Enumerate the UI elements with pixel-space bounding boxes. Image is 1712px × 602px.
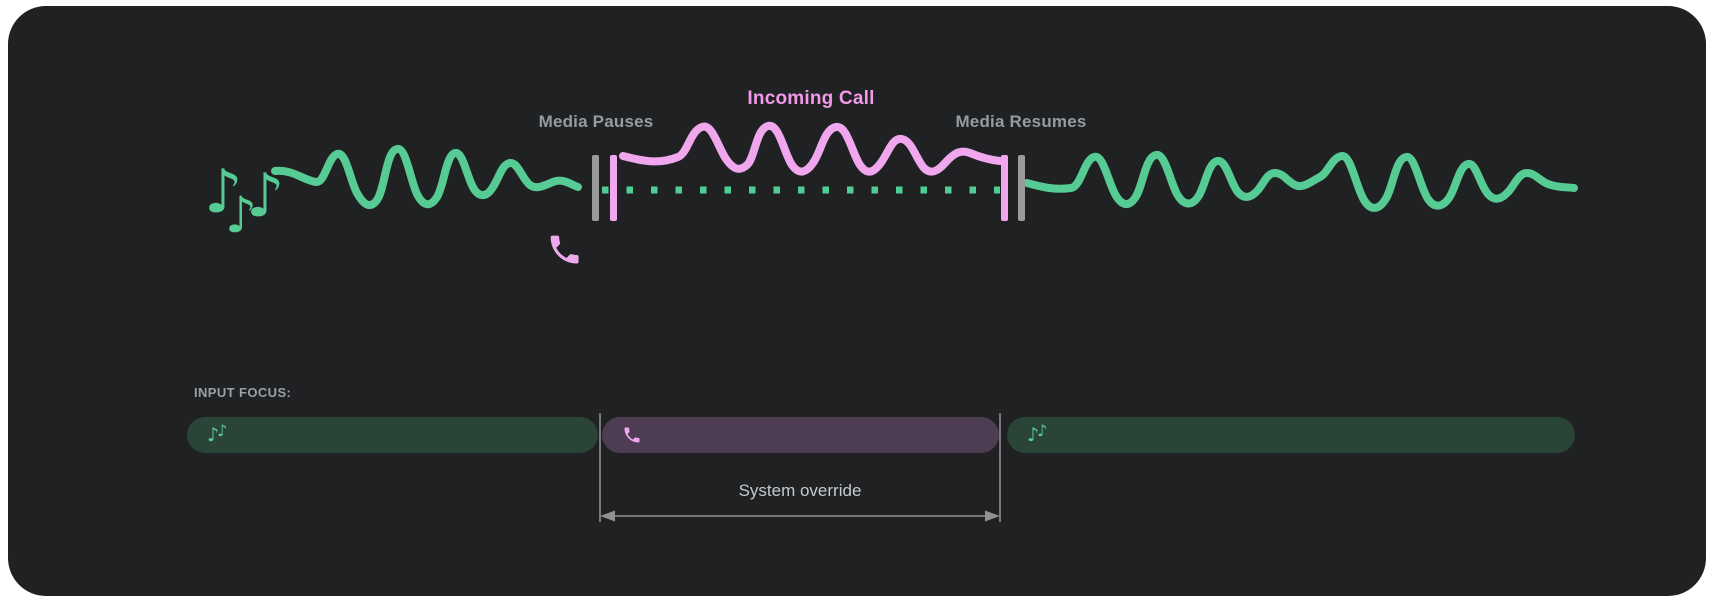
incoming-call-label: Incoming Call — [747, 88, 875, 109]
music-note-icon: ♪ — [246, 161, 284, 231]
resume-marker-pink — [1001, 155, 1008, 221]
diagram-card — [8, 6, 1706, 596]
pause-marker-pink — [610, 155, 617, 221]
call-waveform — [619, 122, 1004, 176]
override-boundary-line-left — [599, 413, 601, 522]
media-resumes-label: Media Resumes — [955, 112, 1087, 131]
system-override-span-arrow — [600, 510, 1000, 522]
music-note-icon: ♪ — [225, 186, 257, 244]
resume-marker-gray — [1018, 155, 1025, 221]
focus-bar-media-after: ♪♪ — [1007, 417, 1575, 453]
media-waveform-after — [1023, 151, 1578, 212]
phone-icon — [550, 235, 579, 264]
focus-bar-media-before: ♪♪ — [187, 417, 598, 453]
music-notes-icon: ♪ — [1027, 423, 1040, 446]
focus-bar-incoming-call — [602, 417, 999, 453]
music-notes-icon: ♪ — [207, 423, 220, 446]
input-focus-label: INPUT FOCUS: — [194, 385, 292, 400]
pause-marker-gray — [592, 155, 599, 221]
phone-icon — [624, 427, 640, 443]
music-notes-icon: ♪ — [217, 421, 228, 440]
override-boundary-line-right — [999, 413, 1001, 522]
media-waveform-before — [271, 145, 582, 210]
music-notes-icon: ♪ — [1037, 421, 1048, 440]
media-pauses-label: Media Pauses — [538, 112, 654, 131]
system-override-label: System override — [738, 481, 862, 500]
music-note-icon: ♪ — [204, 157, 242, 227]
